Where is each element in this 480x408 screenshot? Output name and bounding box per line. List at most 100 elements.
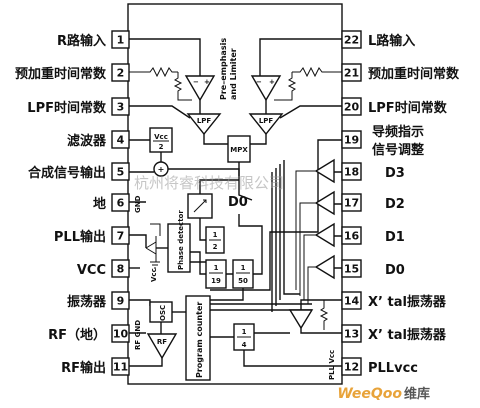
vcc-half-label: Vcc bbox=[154, 133, 168, 141]
div19-den: 19 bbox=[211, 277, 221, 285]
pin-number: 12 bbox=[344, 361, 359, 374]
wire bbox=[203, 134, 228, 145]
preemphasis-section: − + − + Pre–emphasis and Limiter LPF LPF… bbox=[129, 38, 342, 176]
pin-label: PLL输出 bbox=[54, 229, 106, 245]
pin-label: RF（地） bbox=[48, 327, 106, 343]
pin-label-extra: 信号调整 bbox=[372, 142, 425, 158]
tristate-d1 bbox=[314, 222, 335, 248]
varactor-icon bbox=[193, 199, 207, 213]
pin-number: 16 bbox=[344, 230, 360, 243]
wire bbox=[129, 105, 191, 119]
summing-plus: + bbox=[158, 165, 165, 174]
pin-number: 21 bbox=[344, 67, 359, 80]
div50-den: 50 bbox=[238, 277, 248, 285]
pin-number: 14 bbox=[344, 295, 360, 308]
lpf-right bbox=[248, 113, 284, 136]
feedback-resistor bbox=[274, 72, 297, 101]
resistor bbox=[292, 66, 342, 78]
wire bbox=[238, 176, 253, 201]
pin-number: 10 bbox=[113, 328, 129, 341]
rf-gnd-label: RF GND bbox=[134, 320, 142, 350]
pin-label: 预加重时间常数 bbox=[368, 66, 460, 82]
watermark-brand-cn: 维库 bbox=[404, 386, 430, 402]
feedback-resistor bbox=[173, 72, 192, 101]
pll-section: 1 2 Phase detector Vcc 1 19 1 50 bbox=[129, 139, 342, 301]
phase-detector-label: Phase detector bbox=[177, 210, 185, 270]
data-bit-section bbox=[210, 158, 342, 312]
pin-number: 3 bbox=[117, 101, 125, 114]
inverter bbox=[288, 309, 314, 330]
pin-number: 19 bbox=[344, 134, 359, 147]
pin-number: 18 bbox=[344, 166, 359, 179]
wire bbox=[129, 234, 147, 248]
lpf-label: LPF bbox=[197, 117, 212, 125]
vcc-half-den: 2 bbox=[159, 143, 164, 151]
left-pin-group: 1 2 3 4 5 6 7 8 9 10 11 R路输入 预加重时间常数 LPF… bbox=[15, 30, 130, 376]
wire bbox=[250, 134, 267, 145]
pin-label: LPF时间常数 bbox=[368, 100, 448, 116]
pin-label: D0 bbox=[385, 263, 405, 278]
pin-label: 预加重时间常数 bbox=[15, 66, 107, 82]
lpf-label: LPF bbox=[259, 117, 274, 125]
pin-label: L路输入 bbox=[368, 33, 415, 49]
pin-label: 振荡器 bbox=[67, 294, 107, 310]
resistor bbox=[129, 66, 178, 78]
div4-den: 4 bbox=[242, 341, 247, 349]
pin-label: D1 bbox=[385, 230, 405, 245]
pin-label: LPF时间常数 bbox=[27, 100, 107, 116]
pin-number: 2 bbox=[117, 67, 125, 80]
wire bbox=[300, 328, 342, 334]
div50-num: 1 bbox=[241, 264, 246, 272]
pin-label: X’ tal振荡器 bbox=[368, 327, 447, 343]
wire bbox=[334, 171, 342, 269]
div4-num: 1 bbox=[242, 328, 247, 336]
wire bbox=[295, 170, 316, 304]
pin-number: 9 bbox=[117, 295, 125, 308]
mpx-label: MPX bbox=[230, 146, 248, 154]
amp-plus: + bbox=[204, 78, 210, 86]
ground-icon bbox=[150, 261, 160, 269]
bus-line bbox=[210, 303, 312, 311]
pin-number: 13 bbox=[344, 328, 359, 341]
wire bbox=[199, 218, 206, 241]
pin-number: 4 bbox=[117, 134, 125, 147]
amp-minus: − bbox=[256, 78, 262, 86]
pin-number: 8 bbox=[117, 263, 125, 276]
program-counter-block bbox=[185, 295, 211, 381]
transistor-icon bbox=[145, 223, 161, 262]
div2-num: 1 bbox=[213, 231, 218, 239]
osc-label: OSC bbox=[159, 305, 167, 321]
rf-amp bbox=[146, 333, 178, 360]
wire bbox=[259, 38, 342, 76]
div2-den: 2 bbox=[213, 243, 218, 251]
resistor bbox=[319, 300, 329, 330]
preemphasis-amp-left bbox=[184, 75, 216, 102]
pin-number: 1 bbox=[117, 34, 125, 47]
pin-label: 合成信号输出 bbox=[28, 165, 106, 181]
pin-label: 地 bbox=[93, 196, 106, 212]
pin-number: 6 bbox=[117, 197, 125, 210]
tristate-d2 bbox=[314, 190, 335, 216]
wire bbox=[210, 288, 244, 301]
wire bbox=[300, 299, 324, 310]
watermark-brand-text: WeeQoo bbox=[337, 386, 402, 402]
pin-label: VCC bbox=[77, 263, 106, 278]
wire bbox=[243, 350, 342, 367]
summer-section: Vcc 2 + bbox=[129, 127, 253, 201]
wire bbox=[279, 105, 342, 119]
wire bbox=[129, 38, 201, 76]
rf-label: RF bbox=[157, 338, 167, 346]
pll-vcc-label: PLL Vcc bbox=[328, 350, 336, 380]
pin-label: 滤波器 bbox=[67, 133, 107, 149]
preemphasis-label-2: and Limiter bbox=[229, 48, 238, 100]
tristate-d0 bbox=[314, 254, 335, 280]
pin-number: 5 bbox=[117, 166, 125, 179]
pin-label: D2 bbox=[385, 197, 405, 212]
wire bbox=[210, 139, 342, 291]
preemphasis-label: Pre–emphasis bbox=[219, 38, 228, 100]
wire bbox=[199, 179, 239, 194]
pin-label: D3 bbox=[385, 166, 405, 181]
pin-label: 导频指示 bbox=[372, 124, 424, 140]
